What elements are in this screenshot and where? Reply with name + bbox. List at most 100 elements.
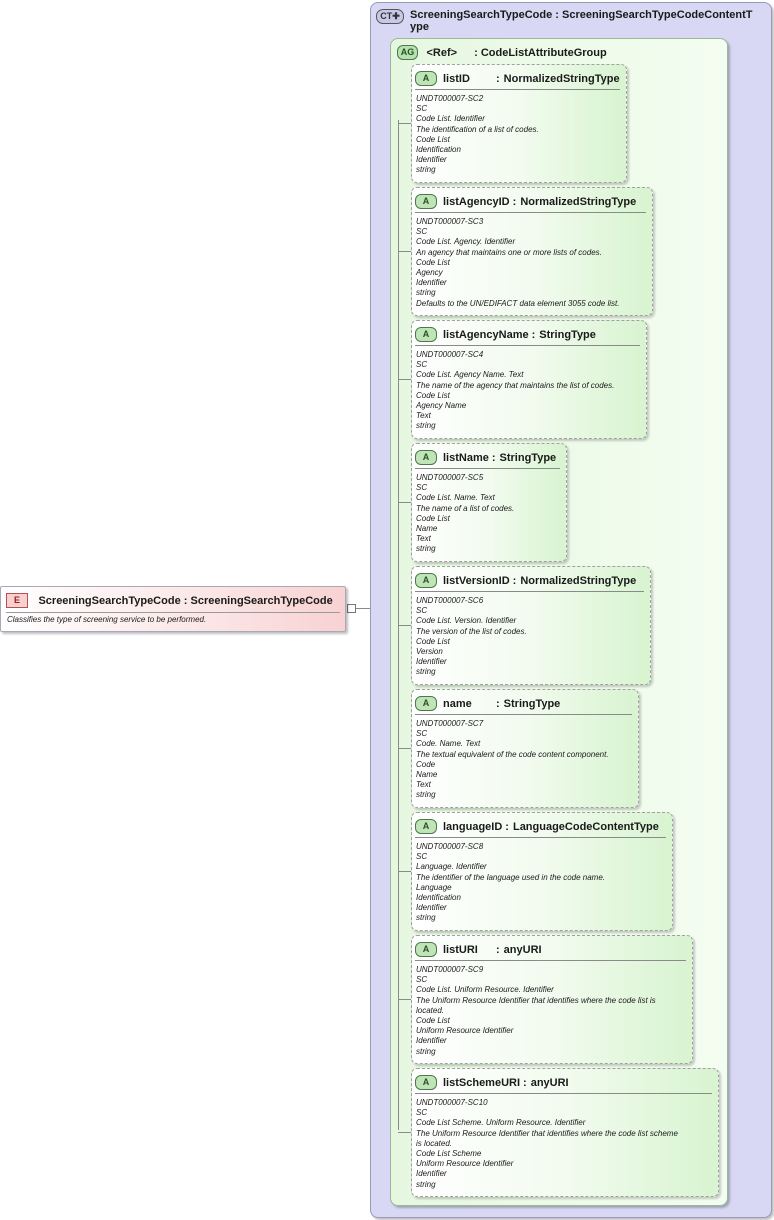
attribute-name: languageID [443, 820, 503, 833]
attribute-name: listSchemeURI [443, 1076, 521, 1089]
attribute-name: listVersionID [443, 574, 510, 587]
element-badge-icon: E [6, 593, 28, 609]
attribute-doc-line: Code. Name. Text [416, 739, 481, 749]
attribute-doc-line: Code List [416, 636, 450, 646]
attribute-colon: : [496, 943, 500, 956]
attribute-doc-line: Agency Name [416, 401, 467, 411]
attribute-doc-line: SC [416, 360, 428, 370]
attribute-doc-line: Agency [416, 268, 443, 278]
attribute-badge-icon: A [415, 327, 437, 343]
attribute-doc-line: An agency that maintains one or more lis… [416, 247, 602, 257]
attribute-colon: : [496, 697, 500, 710]
attribute-badge-icon: A [415, 819, 437, 835]
attribute-tree-tick [398, 250, 411, 252]
attribute-doc-line: string [416, 1046, 436, 1056]
element-header: E ScreeningSearchTypeCode : ScreeningSea… [6, 592, 333, 609]
attribute-type: NormalizedStringType [520, 195, 637, 208]
attribute-badge-icon: A [415, 696, 437, 712]
attribute-doc-line: Code List [416, 1016, 450, 1026]
attribute-doc-line: located. [416, 1005, 445, 1015]
attribute-doc-line: string [416, 544, 436, 554]
attribute-doc-line: SC [416, 1108, 428, 1118]
attribute-doc-line: Code List. Version. Identifier [416, 616, 517, 626]
attribute-doc-line: Code [416, 759, 436, 769]
attribute-doc-line: string [416, 790, 436, 800]
attribute-doc-line: UNDT000007-SC8 [416, 842, 484, 851]
attribute-doc-line: Code List. Agency. Identifier [416, 237, 516, 247]
attribute-colon: : [512, 574, 517, 587]
attribute-doc-line: UNDT000007-SC9 [416, 965, 484, 974]
attribute-name: listName [443, 451, 489, 464]
attribute-doc-line: Identifier [416, 1036, 447, 1046]
attribute-doc-line: The Uniform Resource Identifier that ide… [416, 1128, 678, 1138]
attribute-doc-line: Uniform Resource Identifier [416, 1159, 514, 1169]
attribute-separator [415, 468, 560, 469]
attribute-separator [415, 960, 686, 961]
root-element-box[interactable]: E ScreeningSearchTypeCode : ScreeningSea… [0, 586, 346, 632]
attribute-type: StringType [499, 451, 557, 464]
attribute-doc-line: UNDT000007-SC4 [416, 350, 484, 359]
attribute-colon: : [512, 195, 517, 208]
attribute-doc-line: Code List [416, 134, 450, 144]
attribute-tree-tick [398, 122, 411, 124]
attribute-doc-line: Identifier [416, 903, 447, 913]
attribute-separator [415, 212, 646, 213]
attribute-doc-line: Code List. Identifier [416, 114, 485, 124]
attribute-badge-icon: A [415, 942, 437, 958]
attribute-doc-line: Code List. Agency Name. Text [416, 370, 524, 380]
attribute-tree-tick [398, 998, 411, 1000]
attribute-doc-line: SC [416, 729, 428, 739]
element-name: ScreeningSearchTypeCode [38, 594, 181, 607]
attribute-doc-line: string [416, 1179, 436, 1189]
attribute-doc-line: string [416, 288, 436, 298]
attribute-doc-line: UNDT000007-SC2 [416, 94, 484, 103]
attribute-doc-line: Identifier [416, 278, 447, 288]
attribute-doc-line: The textual equivalent of the code conte… [416, 749, 609, 759]
attribute-colon: : [523, 1076, 527, 1089]
attribute-name: listID [443, 72, 470, 85]
attribute-badge-icon: A [415, 1075, 437, 1091]
complex-type-type: ScreeningSearchTypeCodeContentT ype [410, 9, 753, 33]
attribute-doc-line: UNDT000007-SC6 [416, 596, 484, 605]
attribute-colon: : [531, 328, 536, 341]
attribute-name: listURI [443, 943, 478, 956]
sequence-connector-icon[interactable] [347, 604, 356, 613]
attribute-doc-line: string [416, 913, 436, 923]
attribute-doc-line: Code List [416, 390, 450, 400]
element-type: ScreeningSearchTypeCode [190, 594, 333, 607]
attribute-doc-line: Language. Identifier [416, 862, 487, 872]
attribute-group-name: <Ref> [426, 46, 458, 59]
attribute-type: anyURI [503, 943, 542, 956]
attribute-separator [415, 89, 620, 90]
attribute-doc-line: The name of a list of codes. [416, 503, 515, 513]
attribute-doc-line: Identifier [416, 657, 447, 667]
element-documentation: Classifies the type of screening service… [7, 615, 207, 624]
element-name-line: ScreeningSearchTypeCode : ScreeningSearc… [38, 594, 333, 607]
attribute-separator [415, 714, 632, 715]
attribute-doc-line: SC [416, 104, 428, 114]
attribute-badge-icon: A [415, 71, 437, 87]
attribute-colon: : [496, 72, 500, 85]
attribute-type: LanguageCodeContentType [512, 820, 659, 833]
attribute-tree-tick [398, 378, 411, 380]
attribute-doc-line: Name [416, 524, 438, 534]
attribute-separator [415, 591, 644, 592]
